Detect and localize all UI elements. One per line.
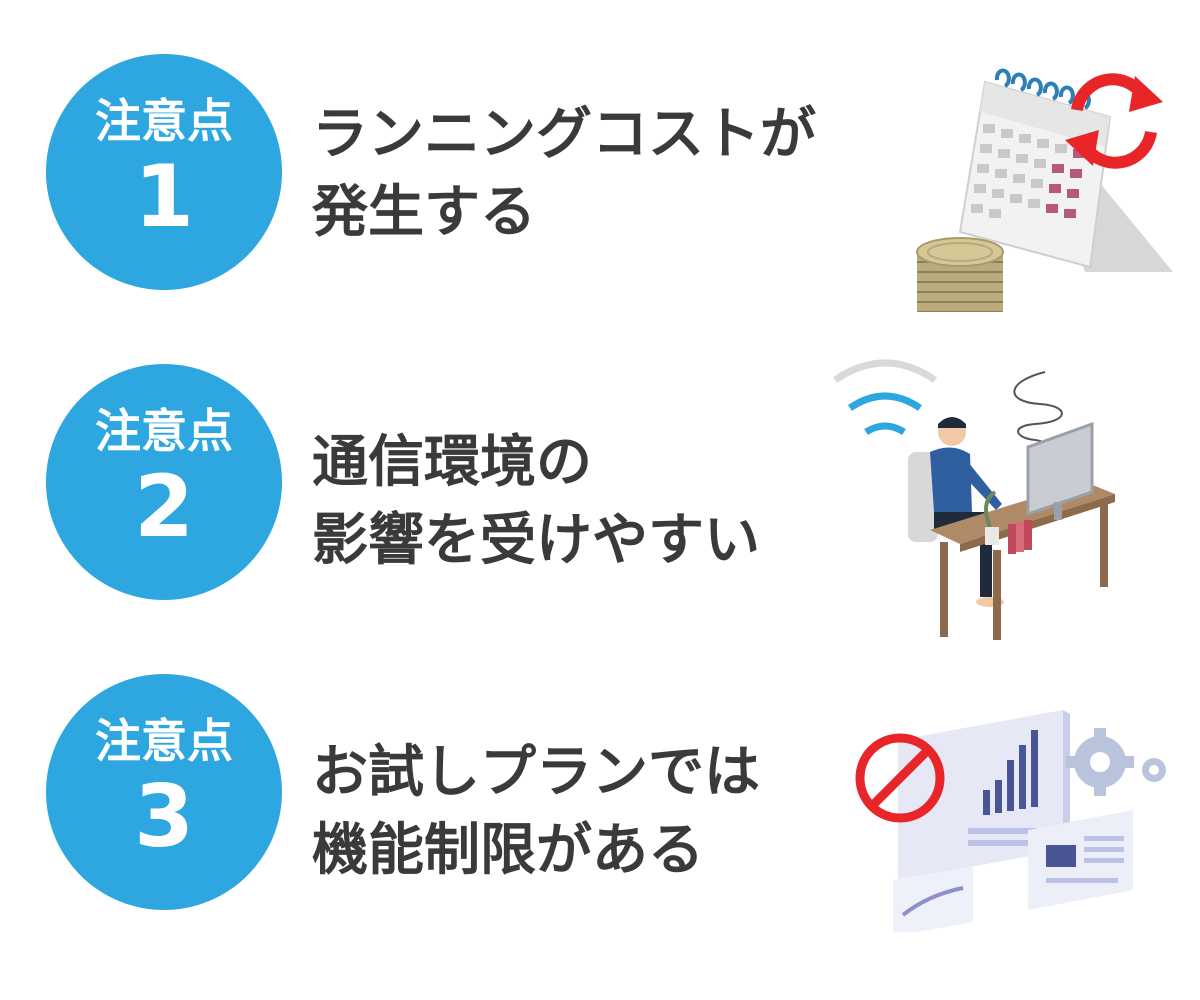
caution-item-1: 注意点 1 ランニングコストが 発生する bbox=[0, 42, 1200, 342]
title-line-2: 発生する bbox=[312, 180, 536, 245]
title-line-2: 影響を受けやすい bbox=[312, 508, 760, 573]
calendar-coins-icon bbox=[916, 68, 1173, 312]
caution-badge-3: 注意点 3 bbox=[46, 674, 282, 910]
badge-number: 1 bbox=[134, 147, 194, 247]
badge-label: 注意点 bbox=[95, 94, 233, 148]
caution-title-1: ランニングコストが 発生する bbox=[312, 96, 816, 252]
caution-title-2: 通信環境の 影響を受けやすい bbox=[312, 424, 760, 580]
badge-label: 注意点 bbox=[95, 404, 233, 458]
caution-badge-1: 注意点 1 bbox=[46, 54, 282, 290]
worker-wifi-icon bbox=[833, 359, 1115, 640]
badge-label: 注意点 bbox=[95, 714, 233, 768]
badge-number: 2 bbox=[134, 457, 194, 557]
caution-item-3: 注意点 3 お試しプランでは 機能制限がある bbox=[0, 662, 1200, 962]
badge-number: 3 bbox=[134, 767, 194, 867]
title-line-1: 通信環境の bbox=[312, 430, 592, 495]
title-line-1: ランニングコストが bbox=[312, 102, 816, 167]
caution-badge-2: 注意点 2 bbox=[46, 364, 282, 600]
title-line-2: 機能制限がある bbox=[312, 818, 704, 883]
caution-title-3: お試しプランでは 機能制限がある bbox=[312, 734, 760, 890]
caution-item-2: 注意点 2 通信環境の 影響を受けやすい bbox=[0, 352, 1200, 652]
restricted-dashboard-icon bbox=[855, 710, 1166, 932]
title-line-1: お試しプランでは bbox=[312, 740, 760, 805]
